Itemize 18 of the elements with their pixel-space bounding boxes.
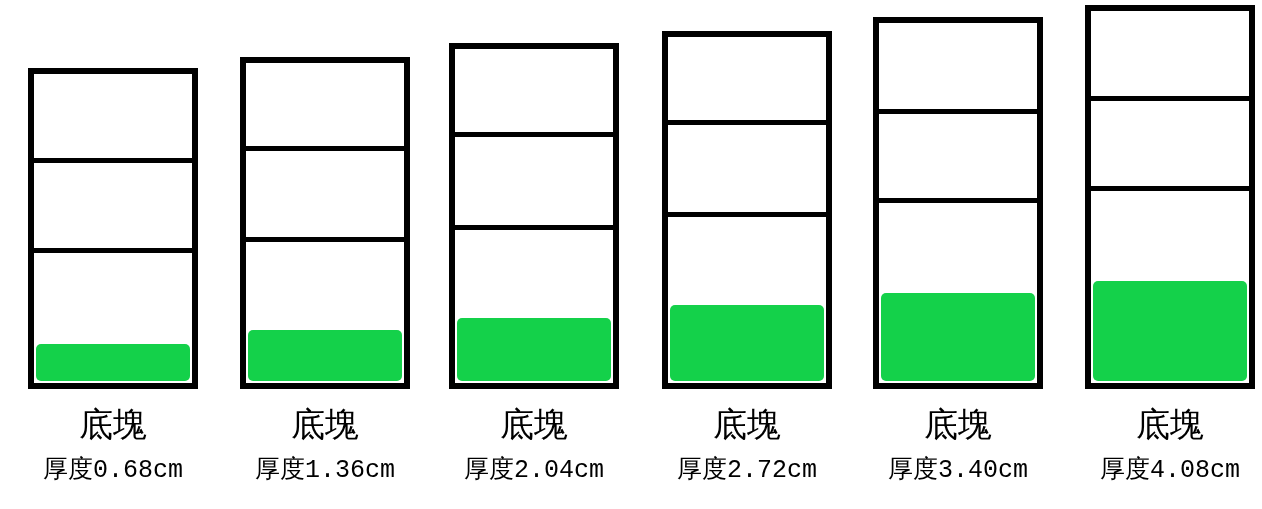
base-block [457,318,611,381]
caption-title: 底塊 [924,407,992,441]
base-block [248,330,402,381]
thickness-label: 厚度1.36cm [255,458,395,483]
caption-title: 底塊 [79,407,147,441]
thickness-label: 厚度2.72cm [677,458,817,483]
caption-title: 底塊 [713,407,781,441]
thickness-label: 厚度0.68cm [43,458,183,483]
base-block [881,293,1035,381]
base-block [670,305,824,381]
caption-title: 底塊 [500,407,568,441]
caption-title: 底塊 [1136,407,1204,441]
thickness-label: 厚度2.04cm [464,458,604,483]
base-block [1093,281,1247,381]
thickness-label: 厚度3.40cm [888,458,1028,483]
caption-title: 底塊 [291,407,359,441]
thickness-label: 厚度4.08cm [1100,458,1240,483]
base-block [36,344,190,381]
